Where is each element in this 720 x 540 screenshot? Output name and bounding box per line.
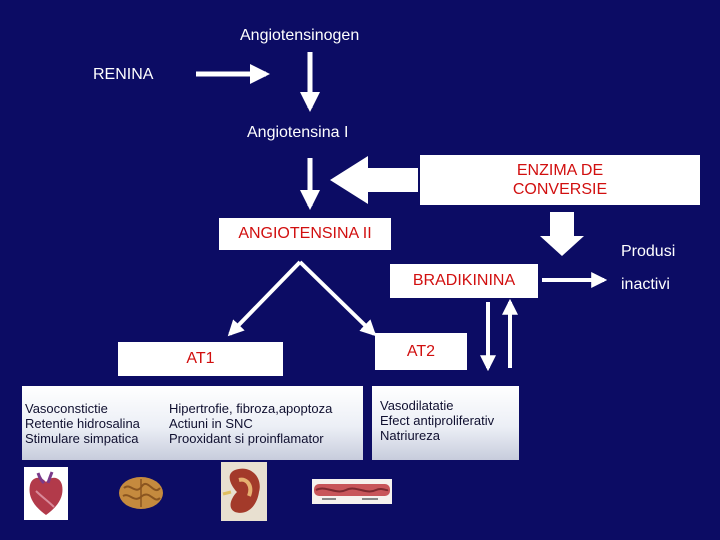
at1-split-arrow [227, 260, 302, 337]
at1-effect-item: Actiuni in SNC [169, 416, 253, 431]
at2-effects-box: Vasodilatatie Efect antiproliferativ Nat… [372, 386, 519, 460]
at1-effects-left-column: Vasoconstictie Retentie hidrosalina Stim… [25, 401, 140, 446]
enzyme-down-block-arrow [540, 212, 584, 256]
renina-label: RENINA [93, 66, 154, 83]
at1-effect-item: Hipertrofie, fibroza,apoptoza [169, 401, 333, 416]
at1-box: AT1 [118, 342, 283, 376]
at2-box: AT2 [375, 333, 467, 370]
heart-icon [24, 467, 68, 520]
at1-effect-item: Retentie hidrosalina [25, 416, 140, 431]
inactivi-label: inactivi [621, 276, 670, 293]
at2-label: AT2 [406, 342, 436, 360]
angiotensina-i-label: Angiotensina I [247, 124, 349, 141]
angiotensina-ii-label: ANGIOTENSINA II [238, 225, 372, 242]
at1-label: AT1 [186, 350, 215, 367]
at1-effect-item: Vasoconstictie [25, 401, 108, 416]
at2-split-arrow [298, 260, 377, 337]
at1-effect-item: Prooxidant si proinflamator [169, 431, 324, 446]
angiotensinogen-label: Angiotensinogen [240, 27, 360, 44]
bradikinina-box: BRADIKININA [390, 264, 538, 298]
enzima-de-conversie-line1: ENZIMA DE [516, 162, 604, 179]
enzima-de-conversie-line2: CONVERSIE [512, 181, 608, 198]
kidney-icon [221, 462, 267, 521]
bradikinina-label: BRADIKININA [412, 272, 516, 289]
at2-effect-item: Natriureza [380, 428, 440, 443]
at2-effect-item: Vasodilatatie [380, 398, 454, 413]
enzima-de-conversie-box: ENZIMA DE CONVERSIE [420, 155, 700, 205]
brain-icon [118, 474, 164, 512]
angiotensina-ii-box: ANGIOTENSINA II [219, 218, 391, 250]
at2-effect-item: Efect antiproliferativ [380, 413, 495, 428]
blood-vessel-icon [312, 479, 392, 504]
enzyme-block-arrow [330, 156, 418, 204]
produsi-label: Produsi [621, 243, 676, 260]
at1-effects-right-column: Hipertrofie, fibroza,apoptoza Actiuni in… [169, 401, 332, 446]
at1-effects-box: Vasoconstictie Retentie hidrosalina Stim… [22, 386, 363, 460]
at2-effects-column: Vasodilatatie Efect antiproliferativ Nat… [380, 398, 494, 443]
at1-effect-item: Stimulare simpatica [25, 431, 139, 446]
